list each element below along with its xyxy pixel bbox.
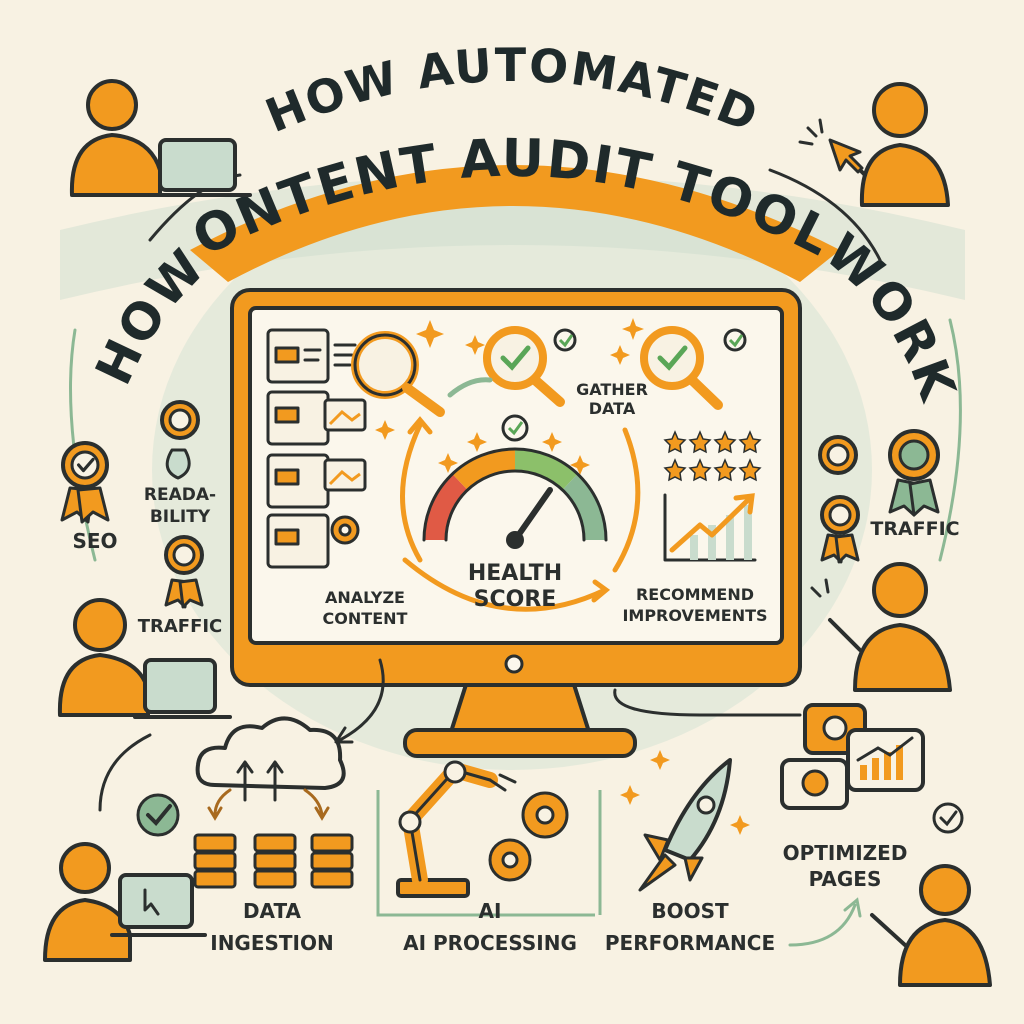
right-badge-top-icon	[818, 435, 858, 475]
boost-performance-label-line-2: PERFORMANCE	[605, 931, 775, 955]
person-laptop-bottom-left-icon	[43, 842, 207, 962]
traffic-label-right: TRAFFIC	[870, 518, 959, 540]
divider-line	[376, 790, 595, 917]
right-badge-traffic-icon	[820, 495, 860, 564]
page-list-icon	[266, 328, 357, 569]
image-thumb-icon	[323, 398, 367, 492]
title-line-1: HOW AUTOMATED	[258, 38, 767, 143]
cloud-icon	[195, 716, 346, 790]
seo-badge-icon	[60, 441, 110, 524]
gears-icon	[488, 791, 569, 882]
ai-processing-label-line-1: AI	[479, 899, 502, 923]
health-score-label-line-2: SCORE	[474, 587, 557, 612]
health-score-label-line-1: HEALTH	[468, 561, 562, 586]
trend-chart-icon	[663, 493, 757, 562]
cycle-arrow	[402, 557, 608, 612]
person-bottom-right-icon	[870, 864, 992, 987]
power-button-icon	[504, 654, 524, 674]
server-stack-icon	[193, 833, 354, 889]
cycle-arrow	[612, 427, 641, 573]
readability-label-line-1: READA-	[144, 485, 216, 505]
data-ingestion-label-line-2: INGESTION	[210, 931, 334, 955]
check-bubble-icon	[136, 793, 180, 837]
speech-bubbles-icon	[780, 703, 925, 810]
gear-icon	[330, 515, 360, 545]
person-laptop-top-left-icon	[69, 79, 252, 197]
magnifier-check-icon	[640, 326, 723, 410]
recommend-label-line-2: IMPROVEMENTS	[622, 606, 767, 625]
optimized-pages-label-line-1: OPTIMIZED	[783, 841, 908, 865]
gather-data-label-line-1: GATHER	[576, 380, 648, 399]
stars-icon	[375, 318, 644, 475]
boost-performance-label-line-1: BOOST	[651, 899, 729, 923]
upload-arrow-icon	[236, 760, 254, 802]
optimized-pages-label-line-2: PAGES	[809, 867, 882, 891]
recommend-label-line-1: RECOMMEND	[636, 585, 754, 604]
check-circle-icon	[501, 328, 747, 442]
person-laptop-left-icon	[57, 598, 232, 719]
check-circle-right-icon	[932, 802, 964, 834]
monitor-base	[403, 728, 637, 758]
traffic-badge-left-icon	[164, 535, 204, 609]
data-ingestion-label-line-1: DATA	[243, 899, 302, 923]
analyze-content-label-line-1: ANALYZE	[325, 588, 405, 607]
rocket-icon	[638, 758, 732, 892]
magnifier-check-icon	[483, 326, 565, 407]
decor-arc	[69, 328, 97, 562]
person-pointing-right-icon	[810, 562, 952, 692]
readability-label-line-2: BILITY	[150, 507, 211, 527]
gather-data-label-line-2: DATA	[589, 399, 636, 418]
person-pointing-top-right-icon	[798, 82, 950, 207]
robot-arm-icon	[396, 760, 517, 898]
magnifier-icon	[351, 331, 445, 417]
ai-processing-label-line-2: AI PROCESSING	[403, 931, 577, 955]
health-gauge-icon	[422, 447, 608, 549]
decor-arc	[768, 168, 882, 262]
traffic-label-left: TRAFFIC	[138, 616, 223, 637]
rating-stars-icon	[663, 430, 762, 482]
readability-badge-icon	[160, 400, 200, 480]
connector-arrow	[788, 903, 857, 947]
flow-arrow	[447, 377, 493, 398]
title-ribbon	[190, 165, 840, 282]
connector-arrow	[338, 658, 385, 742]
right-badge-large-icon	[888, 429, 940, 517]
cycle-arrow	[400, 422, 423, 563]
analyze-content-label-line-2: CONTENT	[323, 609, 408, 628]
seo-label: SEO	[72, 529, 117, 553]
decor-arc	[938, 318, 962, 562]
boost-stars-icon	[620, 750, 750, 835]
